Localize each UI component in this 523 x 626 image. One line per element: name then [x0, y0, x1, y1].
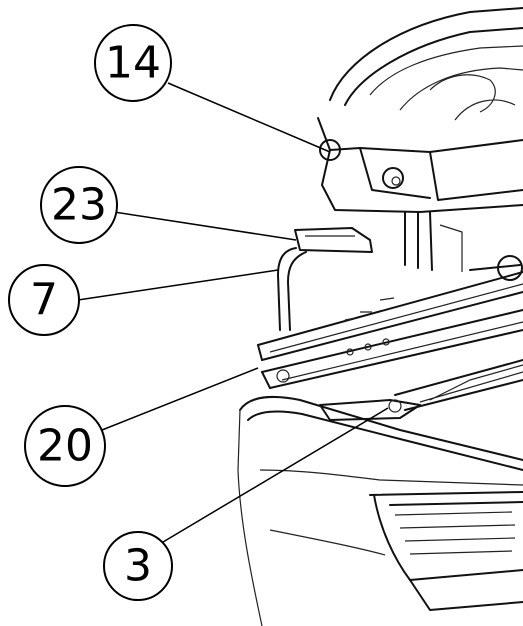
leader-lines	[77, 82, 389, 546]
callout-7: 7	[8, 264, 80, 336]
callout-7-label: 7	[30, 275, 58, 326]
callout-20-label: 20	[37, 421, 93, 472]
callout-23: 23	[40, 166, 118, 244]
leader-14	[167, 82, 331, 153]
leader-23	[113, 211, 297, 241]
callout-14: 14	[94, 24, 172, 102]
leader-7	[77, 269, 279, 301]
callout-3: 3	[103, 531, 173, 601]
leader-20	[101, 367, 259, 431]
callout-14-label: 14	[105, 38, 161, 89]
seat-assembly-drawing	[237, 7, 523, 626]
leader-3	[157, 407, 389, 546]
callout-20: 20	[24, 405, 106, 487]
callout-23-label: 23	[51, 180, 107, 231]
callout-3-label: 3	[124, 541, 152, 592]
